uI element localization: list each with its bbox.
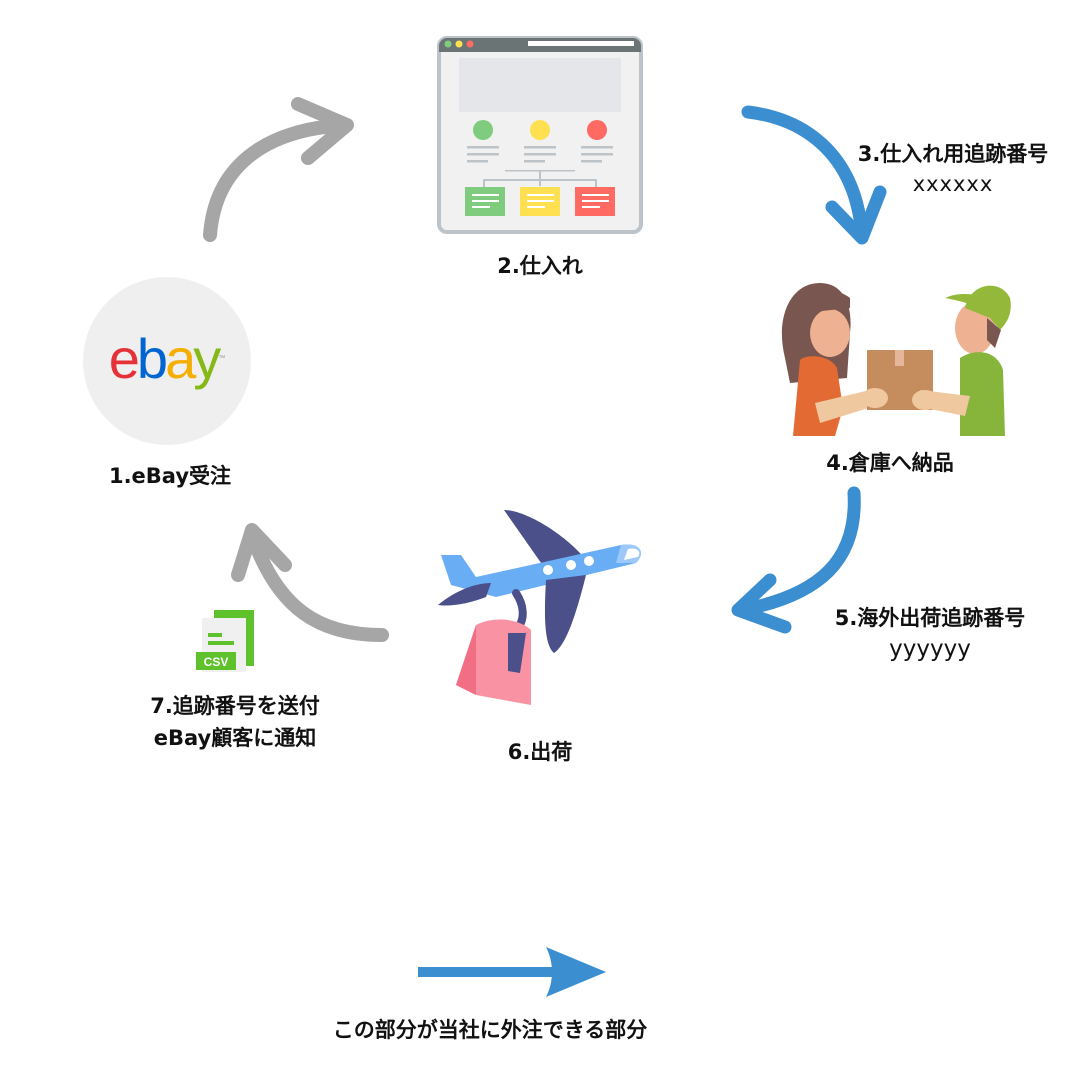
ebay-letter-e: e — [108, 327, 140, 390]
step-7-label-line1: 7.追跡番号を送付 — [150, 694, 320, 718]
step-5-label: 5.海外出荷追跡番号 — [834, 606, 1026, 630]
ebay-logo-circle: ebay™ — [83, 277, 251, 445]
ebay-letter-y: y — [193, 327, 221, 390]
ebay-letter-b: b — [136, 327, 168, 390]
browser-flowchart-icon — [437, 36, 643, 234]
step-7-label-line2: eBay顧客に通知 — [153, 726, 317, 750]
csv-text: CSV — [204, 655, 229, 669]
csv-file-icon: CSV — [196, 610, 254, 672]
legend-arrow-icon — [418, 947, 606, 997]
step-4-label: 4.倉庫へ納品 — [826, 451, 954, 475]
legend-text: この部分が当社に外注できる部分 — [332, 1018, 648, 1042]
step-3-label: 3.仕入れ用追跡番号 — [857, 142, 1049, 166]
ebay-trademark: ™ — [218, 355, 226, 362]
ebay-letter-a: a — [165, 327, 196, 390]
step-6-label: 6.出荷 — [507, 740, 573, 764]
step-3-tracking-number: xxxxxx — [912, 172, 994, 196]
airplane-bag-icon — [438, 510, 641, 705]
step-1-label: 1.eBay受注 — [108, 464, 232, 488]
ebay-logo: ebay™ — [83, 329, 251, 389]
step-2-label: 2.仕入れ — [497, 254, 583, 278]
package-handover-icon — [781, 283, 1011, 436]
step-5-tracking-number: yyyyyy — [889, 636, 971, 662]
